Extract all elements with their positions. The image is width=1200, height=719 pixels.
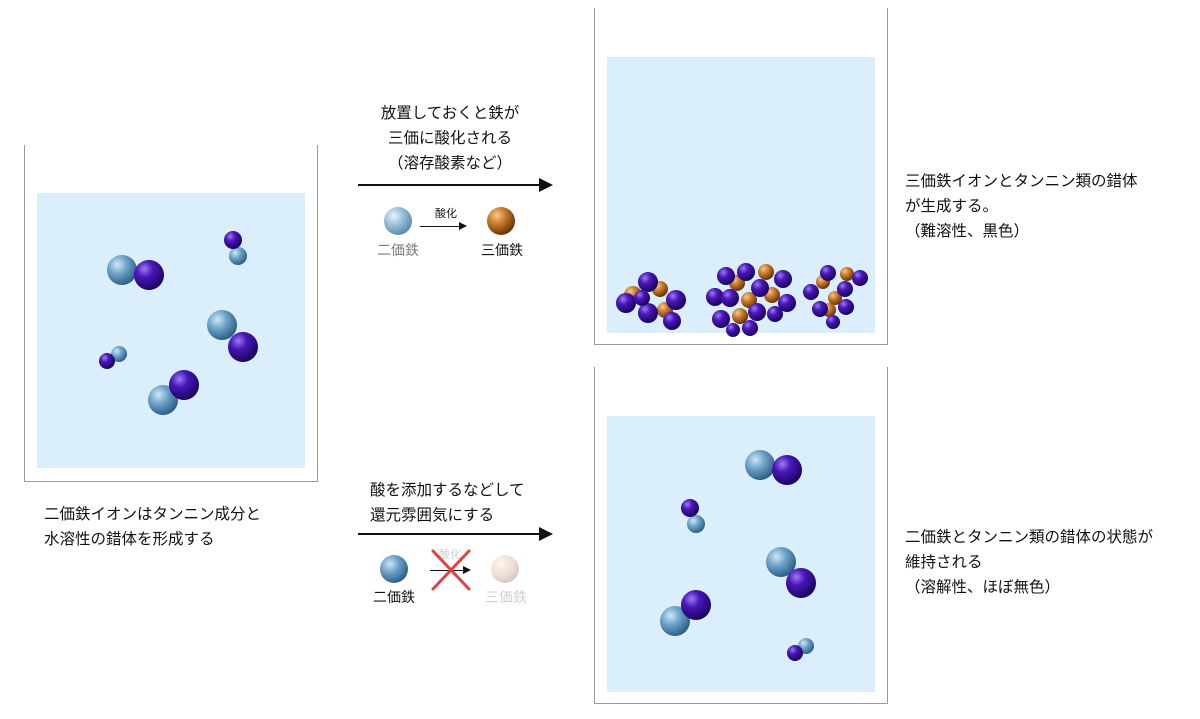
upper-condition-line2: 三価に酸化される	[387, 129, 512, 147]
lower-condition-line2: 還元雰囲気にする	[370, 506, 495, 524]
left-beaker-water	[37, 193, 305, 468]
left-caption-line1: 二価鉄イオンはタンニン成分と	[44, 505, 262, 523]
lower-condition-line1: 酸を添加するなどして	[370, 481, 525, 499]
lower-legend-arrow-label: 酸化	[439, 548, 461, 561]
lower-result-line2: 維持される	[905, 553, 983, 571]
upper-legend-to-label: 三価鉄	[481, 243, 523, 259]
left-beaker	[24, 145, 318, 482]
upper-legend-from-label: 二価鉄	[377, 243, 419, 259]
upper-right-precipitate	[616, 263, 868, 337]
left-beaker-molecules	[99, 231, 258, 415]
upper-arrow-head	[539, 178, 553, 192]
upper-condition-text: 放置しておくと鉄が 三価に酸化される （溶存酸素など）	[350, 101, 550, 176]
upper-legend-arrow-label: 酸化	[435, 207, 457, 220]
upper-condition-line1: 放置しておくと鉄が	[380, 104, 520, 122]
upper-legend-ferrous-sphere	[384, 207, 412, 235]
lower-legend-ferric-sphere	[491, 555, 519, 583]
upper-result-line2: が生成する。	[905, 197, 999, 215]
lower-right-beaker-molecules	[660, 450, 816, 661]
left-caption-line2: 水溶性の錯体を形成する	[44, 530, 215, 548]
lower-right-beaker-water	[607, 416, 875, 692]
lower-legend-arrow-head	[463, 566, 471, 574]
upper-result-line3: （難溶性、黒色）	[905, 222, 1030, 240]
lower-result-line3: （溶解性、ほぼ無色）	[905, 578, 1061, 596]
cross-mark-icon	[431, 549, 471, 591]
lower-legend-arrow-line	[430, 570, 464, 571]
upper-arrow-line	[358, 184, 540, 186]
upper-legend-ferric-sphere	[487, 207, 515, 235]
lower-arrow-head	[539, 527, 553, 541]
lower-result-line1: 二価鉄とタンニン類の錯体の状態が	[905, 528, 1154, 546]
lower-legend-to-label: 三価鉄	[485, 590, 527, 606]
upper-legend-arrow-head	[459, 222, 467, 230]
upper-right-beaker	[594, 8, 888, 345]
lower-condition-text: 酸を添加するなどして 還元雰囲気にする	[370, 478, 525, 528]
upper-result-text: 三価鉄イオンとタンニン類の錯体 が生成する。 （難溶性、黒色）	[905, 169, 1138, 244]
lower-legend-ferrous-sphere	[380, 555, 408, 583]
upper-condition-line3: （溶存酸素など）	[387, 154, 512, 172]
lower-legend-from-label: 二価鉄	[373, 590, 415, 606]
left-caption: 二価鉄イオンはタンニン成分と 水溶性の錯体を形成する	[44, 502, 261, 552]
upper-legend-arrow-line	[420, 226, 460, 227]
lower-right-beaker	[594, 367, 888, 704]
lower-result-text: 二価鉄とタンニン類の錯体の状態が 維持される （溶解性、ほぼ無色）	[905, 525, 1153, 600]
lower-arrow-line	[358, 533, 540, 535]
upper-result-line1: 三価鉄イオンとタンニン類の錯体	[905, 172, 1138, 190]
